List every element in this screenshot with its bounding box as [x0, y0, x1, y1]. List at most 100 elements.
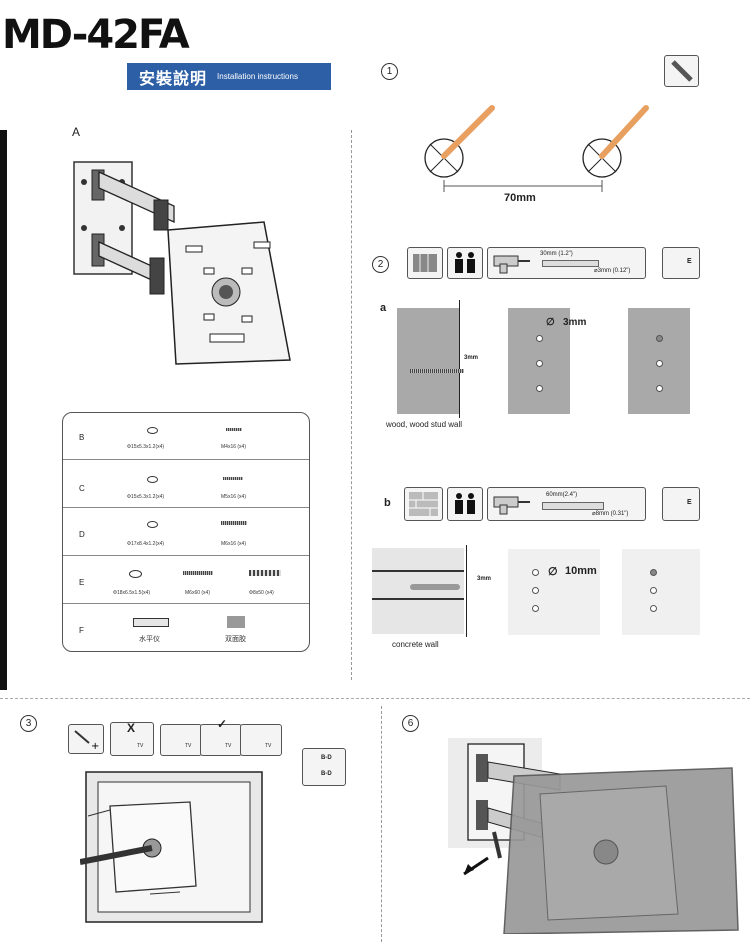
step-6-number: 6	[402, 715, 419, 732]
wood-wall-icon	[407, 247, 443, 279]
brick-wall-icon	[404, 487, 443, 521]
part-spec: 双面胶	[225, 636, 246, 643]
tv-label: TV	[265, 743, 272, 749]
step-2-number: 2	[372, 256, 389, 273]
tool-letter: E	[687, 258, 692, 265]
screw-reference-icon: B-D B-D	[302, 748, 346, 786]
wall-anchor-icon	[249, 570, 281, 576]
wood-wall-panel	[397, 308, 459, 414]
drill-spec-panel-b: 60mm(2.4") ⌀8mm (0.31")	[487, 487, 646, 521]
parts-letter: F	[79, 626, 84, 635]
drill-spec-panel-a: 30mm (1.2") ⌀3mm (0.12")	[487, 247, 646, 279]
banner-title-cn: 安裝說明	[139, 70, 208, 88]
hole-icon	[532, 587, 539, 594]
parts-letter: E	[79, 578, 85, 587]
wood-screw-icon	[410, 369, 464, 373]
screwed-wall-panel-a	[628, 308, 690, 414]
double-sided-tape-icon	[227, 616, 245, 628]
anchored-wall-panel-b	[622, 549, 700, 635]
hole-size-a: 3mm	[563, 317, 587, 328]
model-title: MD-42FA	[2, 12, 190, 58]
concrete-wall-caption: concrete wall	[392, 640, 439, 649]
screw-head-icon	[656, 335, 663, 342]
tv-label: TV	[137, 743, 144, 749]
left-edge-bar	[0, 130, 7, 690]
drill-diameter-a: ⌀3mm (0.12")	[594, 268, 631, 274]
parts-row-b: B Φ15x5.3x1.2(x4) M4x16 (x4)	[63, 413, 309, 459]
check-mark: ✓	[217, 717, 228, 731]
wall-edge-line	[466, 545, 467, 637]
step-3-number: 3	[20, 715, 37, 732]
part-spec: 水平仪	[139, 636, 160, 643]
anchor-e-icon: E	[662, 247, 700, 279]
diameter-symbol: ∅	[548, 566, 558, 578]
hole-icon	[532, 569, 539, 576]
drill-length-b: 60mm(2.4")	[546, 492, 578, 498]
drill-icon	[493, 496, 530, 515]
hole-icon	[650, 587, 657, 594]
parts-letter: B	[79, 433, 85, 442]
screwdriver-icon: +	[68, 724, 104, 754]
tv-label: TV	[185, 743, 192, 749]
mount-option-icon: TV	[160, 724, 202, 756]
part-spec: M5x16 (x4)	[221, 494, 247, 500]
correct-mount-icon: ✓ TV	[200, 717, 242, 756]
screw-icon	[221, 521, 247, 525]
anchor-icon	[650, 569, 657, 576]
mount-option-icon: TV	[240, 724, 282, 756]
tool-letter: E	[687, 499, 692, 506]
wood-wall-caption: wood, wood stud wall	[386, 420, 463, 429]
bottom-column-divider	[381, 706, 382, 942]
tv-back-illustration	[80, 771, 263, 923]
diameter-symbol: ∅	[546, 317, 555, 328]
washer-icon	[147, 476, 158, 483]
two-people-icon	[447, 247, 483, 279]
hole-size-b: 10mm	[565, 565, 597, 577]
row-divider	[0, 698, 750, 699]
screw-icon	[223, 477, 243, 480]
parts-row-d: D Φ17x8.4x1.2(x4) M6x16 (x4)	[63, 507, 309, 556]
drilled-wall-panel-a	[508, 308, 570, 414]
screw-icon	[226, 428, 242, 431]
part-spec: Φ15x5.3x1.2(x4)	[127, 494, 165, 500]
drill-diameter-b: ⌀8mm (0.31")	[592, 511, 629, 517]
two-people-icon	[447, 487, 483, 521]
parts-row-f: F 水平仪 双面胶	[63, 603, 309, 651]
wall-edge-line	[459, 300, 460, 418]
screw-ref-1: B-D	[321, 755, 332, 761]
step-1-marking-illustration	[424, 105, 649, 192]
drill-bit-icon	[542, 260, 599, 267]
part-spec: Φ15x5.3x1.2(x4)	[127, 444, 165, 450]
tv-attach-illustration	[448, 738, 739, 934]
cross-mark: X	[127, 721, 136, 735]
hole-icon	[536, 360, 543, 367]
drill-bit-icon	[542, 502, 604, 510]
svg-text:+: +	[91, 741, 99, 752]
parts-row-c: C Φ15x5.3x1.2(x4) M5x16 (x4)	[63, 459, 309, 508]
hole-icon	[656, 360, 663, 367]
step-1-distance: 70mm	[504, 192, 536, 204]
banner-title-en: Installation instructions	[217, 72, 298, 81]
drill-length-a: 30mm (1.2")	[540, 251, 573, 257]
bracket-illustration	[73, 161, 291, 365]
part-spec: Φ8x50 (x4)	[249, 590, 274, 596]
lag-bolt-icon	[183, 571, 213, 575]
level-icon	[133, 618, 169, 627]
wrong-mount-icon: X TV	[110, 721, 154, 756]
hole-icon	[536, 335, 543, 342]
part-spec: M6x16 (x4)	[221, 541, 247, 547]
section-a-label: A	[72, 125, 81, 139]
part-spec: Φ18x6.5x1.5(x4)	[113, 590, 151, 596]
parts-letter: C	[79, 484, 85, 493]
part-spec: Φ17x8.4x1.2(x4)	[127, 541, 165, 547]
instructions-banner: 安裝說明 Installation instructions	[127, 63, 331, 90]
parts-table: B Φ15x5.3x1.2(x4) M4x16 (x4) C Φ15x5.3x1…	[62, 412, 310, 652]
anchor-e-icon: E	[662, 487, 700, 521]
washer-icon	[147, 427, 158, 434]
screw-ref-2: B-D	[321, 771, 332, 777]
concrete-callout: 3mm	[477, 576, 492, 582]
column-divider	[351, 130, 352, 680]
part-spec: M4x16 (x4)	[221, 444, 247, 450]
part-spec: M6x60 (x4)	[185, 590, 211, 596]
pencil-tool-icon	[664, 55, 699, 87]
